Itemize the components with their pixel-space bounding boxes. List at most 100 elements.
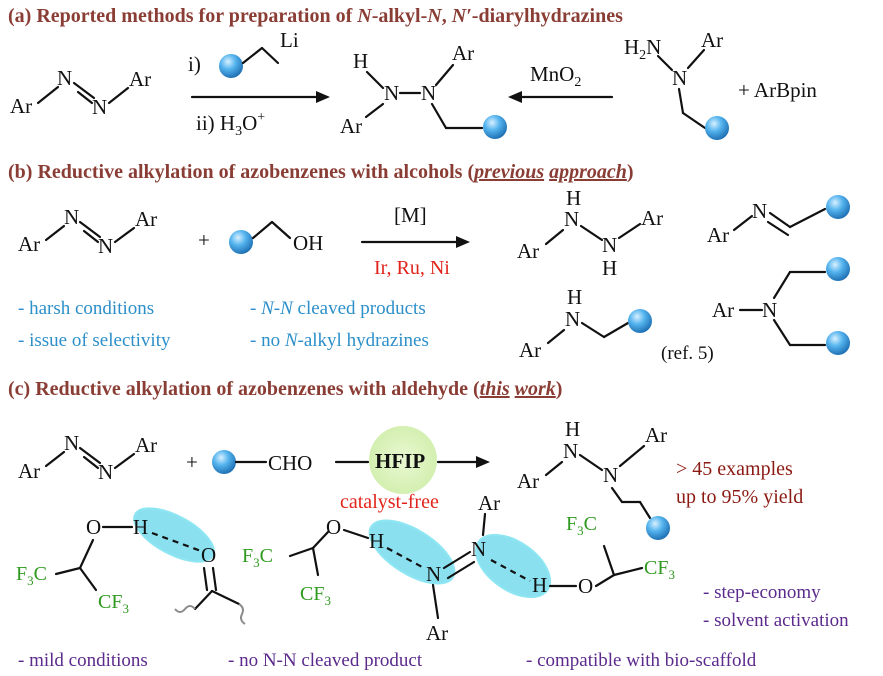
svg-text:i): i) — [188, 52, 201, 76]
svg-text:H: H — [369, 529, 384, 553]
hydrazine-product-b: H N Ar N H Ar — [517, 186, 663, 280]
hydrazine-product-a: H N Ar N Ar — [340, 41, 507, 139]
svg-text:N: N — [92, 95, 107, 119]
svg-text:Ar: Ar — [129, 67, 151, 91]
svg-text:N: N — [563, 439, 578, 463]
cf3-group: F3C — [16, 563, 47, 588]
metal-catalyst-label: [M] — [394, 203, 427, 227]
issue-harsh-conditions: - harsh conditions — [18, 298, 154, 319]
benefit-bio-scaffold: - compatible with bio-scaffold — [526, 650, 757, 671]
hydrazine-product-c: H N Ar N Ar — [517, 417, 670, 540]
alkyllithium-reagent: i) Li — [188, 28, 299, 78]
svg-text:N: N — [471, 537, 486, 561]
svg-text:N: N — [752, 199, 767, 223]
svg-text:N: N — [64, 205, 79, 229]
svg-text:Ar: Ar — [18, 459, 40, 483]
svg-text:N: N — [564, 207, 579, 231]
svg-text:Ar: Ar — [707, 223, 729, 247]
svg-text:H: H — [566, 186, 581, 210]
svg-text:N: N — [98, 234, 113, 258]
cf3-group: CF3 — [300, 583, 331, 608]
svg-text:N: N — [672, 66, 687, 90]
substituent-sphere — [483, 115, 507, 139]
hfip-azobenzene-activation: F3C CF3 O H N Ar N Ar H O F3C CF3 — [242, 491, 675, 645]
svg-text:Ar: Ar — [478, 491, 500, 515]
svg-text:N: N — [57, 66, 72, 90]
svg-text:Ar: Ar — [645, 423, 667, 447]
cf3-group: F3C — [242, 545, 273, 570]
imine-side-product: Ar N — [707, 195, 850, 247]
svg-text:N: N — [98, 460, 113, 484]
cf3-group: CF3 — [644, 557, 675, 582]
svg-text:Ar: Ar — [426, 621, 448, 645]
aminohydrazine-reagent: H2N N Ar — [624, 28, 729, 140]
reference-5: (ref. 5) — [661, 343, 714, 364]
arrowhead-a2 — [508, 91, 522, 103]
panel-c-title: (c) Reductive alkylation of azobenzenes … — [8, 378, 562, 400]
examples-count: > 45 examples — [676, 458, 793, 480]
svg-text:Ar: Ar — [10, 94, 32, 118]
svg-text:Ar: Ar — [701, 28, 723, 52]
svg-text:H: H — [602, 256, 617, 280]
substituent-sphere — [646, 516, 670, 540]
hbond-highlight — [474, 533, 552, 599]
issue-selectivity: - issue of selectivity — [18, 330, 171, 351]
benefit-step-economy: - step-economy — [703, 582, 821, 603]
svg-text:Ar: Ar — [18, 232, 40, 256]
svg-text:N: N — [602, 233, 617, 257]
svg-text:Ar: Ar — [712, 298, 734, 322]
metals-label: Ir, Ru, Ni — [374, 257, 450, 279]
substituent-sphere — [826, 257, 850, 281]
panel-a-title: (a) Reported methods for preparation of … — [8, 5, 623, 27]
svg-text:O: O — [326, 515, 341, 539]
mno2-label: MnO2 — [530, 62, 581, 90]
benefit-no-nn-cleavage: - no N-N cleaved product — [228, 650, 423, 671]
svg-text:Ar: Ar — [340, 114, 362, 138]
benefit-solvent-activation: - solvent activation — [703, 610, 849, 631]
hfip-label: HFIP — [375, 449, 425, 473]
svg-text:O: O — [201, 543, 216, 567]
svg-text:N: N — [426, 562, 441, 586]
hfip-carbonyl-activation: O H O F3C CF3 — [16, 507, 246, 625]
catalyst-free-label: catalyst-free — [340, 491, 439, 513]
svg-text:N: N — [64, 431, 79, 455]
svg-text:O: O — [578, 574, 593, 598]
benefit-mild-conditions: - mild conditions — [18, 650, 148, 671]
alcohol-reagent: OH — [229, 220, 323, 255]
svg-text:Ar: Ar — [517, 469, 539, 493]
substituent-sphere — [212, 450, 236, 474]
step-ii: ii) H3O+ — [196, 110, 265, 139]
plus-c: + — [186, 450, 198, 474]
svg-text:O: O — [86, 515, 101, 539]
issue-no-alkyl-hydrazines: - no N-alkyl hydrazines — [250, 330, 429, 351]
svg-text:H: H — [353, 49, 368, 73]
svg-text:OH: OH — [293, 231, 323, 255]
svg-text:H: H — [133, 515, 148, 539]
arrowhead-c — [476, 456, 490, 468]
arrowhead-a1 — [316, 91, 330, 103]
svg-text:N: N — [762, 298, 777, 322]
azobenzene-a: Ar N N Ar — [10, 66, 151, 119]
substituent-sphere — [826, 195, 850, 219]
azobenzene-b: Ar N N Ar — [18, 205, 157, 258]
cf3-group: CF3 — [98, 591, 129, 616]
panel-b-title: (b) Reductive alkylation of azobenzenes … — [8, 161, 634, 183]
azobenzene-c: Ar N N Ar — [18, 431, 157, 484]
substituent-sphere — [628, 309, 652, 333]
svg-text:N: N — [421, 81, 436, 105]
svg-text:Ar: Ar — [135, 433, 157, 457]
svg-text:Ar: Ar — [517, 239, 539, 263]
issue-nn-cleaved: - N-N cleaved products — [250, 298, 426, 319]
substituent-sphere — [705, 116, 729, 140]
svg-text:Ar: Ar — [135, 207, 157, 231]
svg-text:H2N: H2N — [624, 35, 661, 63]
substituent-sphere — [826, 331, 850, 355]
hfip-glow — [369, 426, 437, 494]
substituent-sphere — [219, 54, 243, 78]
svg-text:N: N — [384, 81, 399, 105]
svg-text:Ar: Ar — [452, 41, 474, 65]
svg-text:Ar: Ar — [519, 338, 541, 362]
svg-text:H: H — [567, 285, 582, 309]
svg-text:H: H — [565, 417, 580, 441]
dialkyl-amine-product: Ar N — [712, 257, 850, 355]
